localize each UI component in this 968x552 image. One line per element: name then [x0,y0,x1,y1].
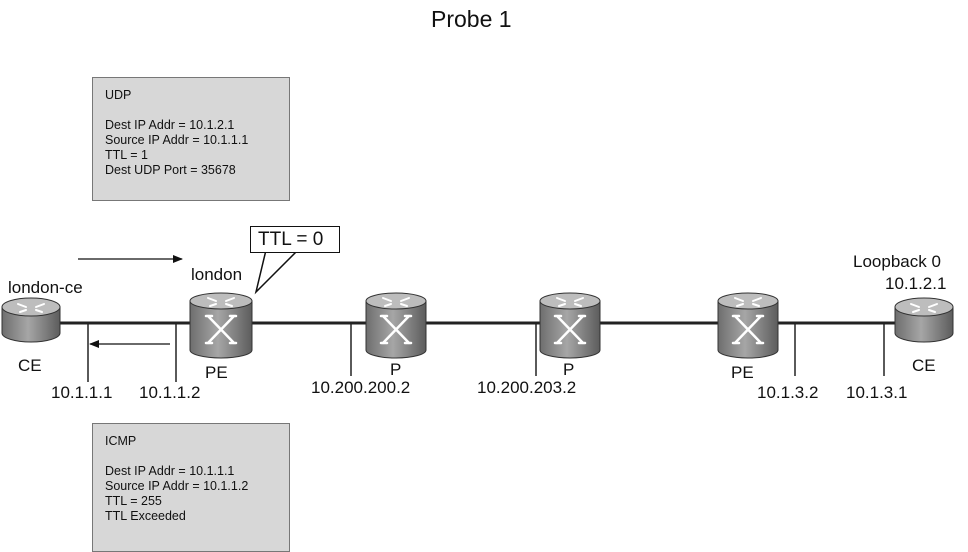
udp-dest-port: Dest UDP Port = 35678 [105,163,236,177]
pe-remote-role: PE [731,363,754,382]
udp-header: UDP [105,88,132,102]
ip-p2: 10.200.203.2 [477,378,577,397]
icmp-ttl-exceeded: TTL Exceeded [105,509,186,523]
ip-ce-london: 10.1.1.1 [51,383,113,402]
udp-dest-ip: Dest IP Addr = 10.1.2.1 [105,118,235,132]
router-ce-remote [894,297,954,343]
loopback-ip: 10.1.2.1 [885,274,947,293]
router-london-pe [189,292,253,359]
router-p2 [539,292,601,359]
ip-pe-london: 10.1.1.2 [139,383,201,402]
router-pe-remote [717,292,779,359]
ip-pe-remote: 10.1.3.2 [757,383,819,402]
london-pe-role: PE [205,363,228,382]
udp-packet-box: UDP Dest IP Addr = 10.1.2.1 Source IP Ad… [92,77,290,201]
ip-ce-remote: 10.1.3.1 [846,383,908,402]
icmp-packet-box: ICMP Dest IP Addr = 10.1.1.1 Source IP A… [92,423,290,552]
icmp-source-ip: Source IP Addr = 10.1.1.2 [105,479,249,493]
icmp-header: ICMP [105,434,137,448]
ce-remote-role: CE [912,356,936,375]
diagram-title: Probe 1 [431,6,512,32]
router-p1 [365,292,427,359]
udp-ttl: TTL = 1 [105,148,148,162]
router-london-ce [1,297,61,343]
loopback-label: Loopback 0 [853,252,941,271]
ip-p1: 10.200.200.2 [311,378,411,397]
udp-source-ip: Source IP Addr = 10.1.1.1 [105,133,249,147]
london-ce-role: CE [18,356,42,375]
icmp-ttl: TTL = 255 [105,494,162,508]
ttl-callout: TTL = 0 [250,226,340,253]
icmp-dest-ip: Dest IP Addr = 10.1.1.1 [105,464,235,478]
london-ce-label: london-ce [8,278,83,297]
london-pe-label: london [191,265,243,284]
p1-role: P [390,360,402,379]
p2-role: P [563,360,575,379]
ttl-callout-pointer [254,249,300,295]
